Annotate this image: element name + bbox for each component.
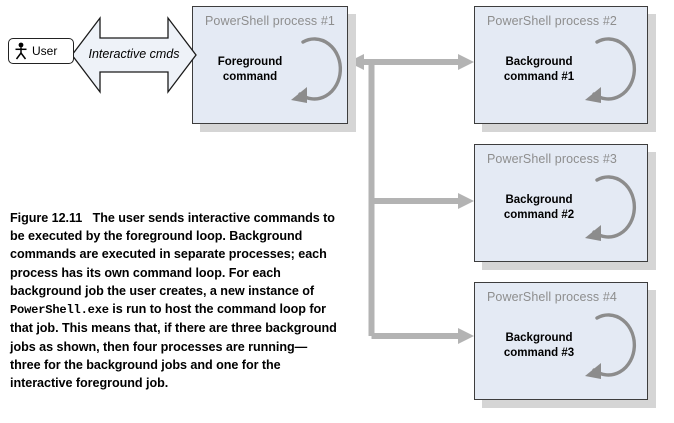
stick-figure-person-icon xyxy=(15,42,27,60)
command-loop-arrow-icon xyxy=(585,175,636,241)
process-title-3: PowerShell process #3 xyxy=(487,152,617,166)
process-title-1: PowerShell process #1 xyxy=(205,14,335,28)
user-actor-box[interactable]: User xyxy=(8,38,74,64)
process-box-foreground[interactable]: PowerShell process #1 Foreground command xyxy=(192,6,348,124)
process-title-2: PowerShell process #2 xyxy=(487,14,617,28)
process-title-4: PowerShell process #4 xyxy=(487,290,617,304)
caption-code-powershell-exe: PowerShell.exe xyxy=(10,302,109,317)
command-loop-arrow-icon xyxy=(291,37,342,103)
figure-caption: Figure 12.11 The user sends interactive … xyxy=(10,209,337,392)
command-loop-arrow-icon xyxy=(585,313,636,379)
process-box-background-1[interactable]: PowerShell process #2 Background command… xyxy=(474,6,648,124)
process-command-1: Foreground command xyxy=(217,56,283,83)
interactive-cmds-label: Interactive cmds xyxy=(88,47,180,61)
process-command-2: Background command #1 xyxy=(503,56,575,83)
interactive-cmds-arrow xyxy=(71,16,197,94)
caption-body-part2: is run to host the command loop for that… xyxy=(10,301,337,390)
user-actor-label: User xyxy=(32,44,58,58)
command-loop-arrow-icon xyxy=(585,37,636,103)
caption-body-part1: The user sends interactive commands to b… xyxy=(10,211,335,298)
caption-gap xyxy=(82,211,92,225)
process-box-background-2[interactable]: PowerShell process #3 Background command… xyxy=(474,144,648,262)
process-box-background-3[interactable]: PowerShell process #4 Background command… xyxy=(474,282,648,400)
process-command-3: Background command #2 xyxy=(503,194,575,221)
process-command-4: Background command #3 xyxy=(503,332,575,359)
caption-label: Figure 12.11 xyxy=(10,211,83,225)
